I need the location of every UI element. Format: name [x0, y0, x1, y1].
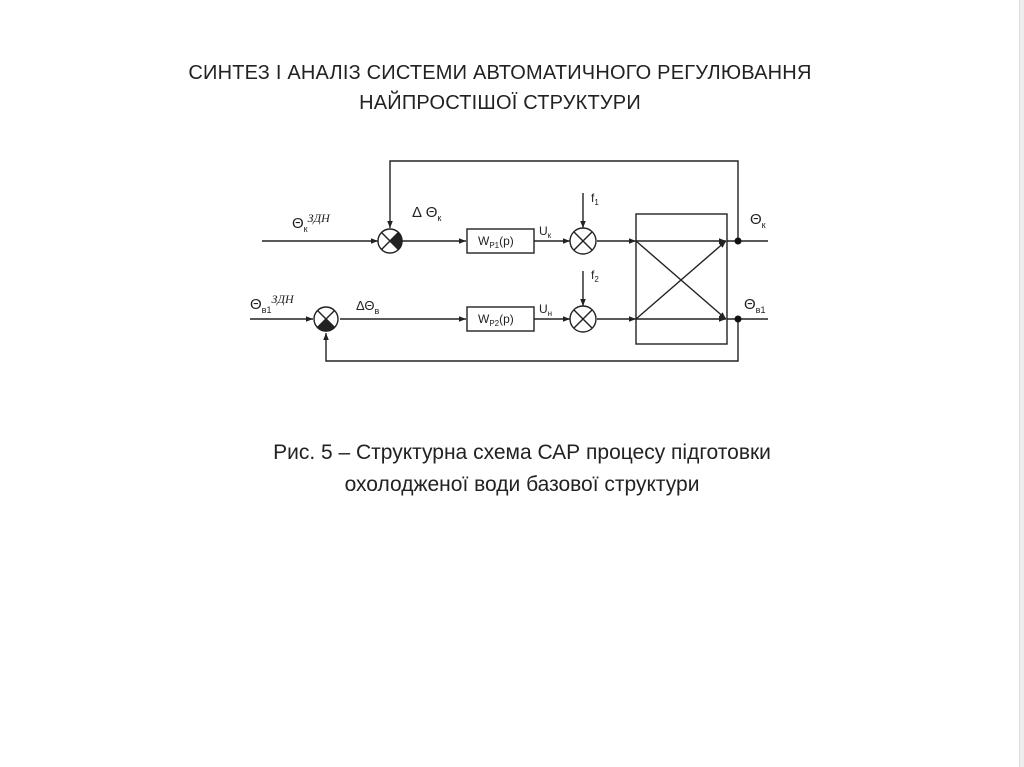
- controller-block-1: [466, 228, 535, 254]
- branch-point-1: [734, 237, 742, 245]
- block1-label: WP1(p): [478, 234, 514, 250]
- figure-caption: Рис. 5 – Структурна схема САР процесу пі…: [0, 437, 1024, 501]
- controller-block-2: [466, 306, 535, 332]
- input2-label: Θв1ЗДН: [250, 292, 295, 315]
- u1-label: Uк: [539, 224, 552, 240]
- disturbance-junction-1: [569, 227, 597, 255]
- feedback2-line: [323, 319, 739, 362]
- title-line-1: СИНТЕЗ І АНАЛІЗ СИСТЕМИ АВТОМАТИЧНОГО РЕ…: [188, 62, 812, 84]
- disturbance-junction-2: [569, 305, 597, 333]
- comparator-junction-2: [313, 306, 339, 332]
- output1-label: Θк: [750, 211, 766, 230]
- caption-line-1: Рис. 5 – Структурна схема САР процесу пі…: [273, 441, 771, 464]
- block2-label: WP2(p): [478, 312, 514, 328]
- slide-title: СИНТЕЗ І АНАЛІЗ СИСТЕМИ АВТОМАТИЧНОГО РЕ…: [0, 58, 1000, 118]
- f1-label: f1: [591, 191, 599, 207]
- f2-label: f2: [591, 268, 599, 284]
- plant-cross-2: [635, 240, 727, 320]
- feedback1-line: [387, 160, 739, 241]
- u2-label: Uн: [539, 302, 552, 318]
- title-line-2: НАЙПРОСТІШОЇ СТРУКТУРИ: [359, 92, 641, 114]
- error2-label: ΔΘв: [356, 298, 380, 316]
- plant-block: [635, 213, 728, 345]
- caption-line-2: охолодженої води базової структури: [344, 473, 700, 496]
- output2-label: Θв1: [744, 296, 765, 315]
- slide-edge: [1019, 0, 1024, 767]
- branch-point-2: [734, 315, 742, 323]
- input1-label: ΘкЗДН: [292, 211, 331, 234]
- comparator-junction-1: [377, 228, 403, 254]
